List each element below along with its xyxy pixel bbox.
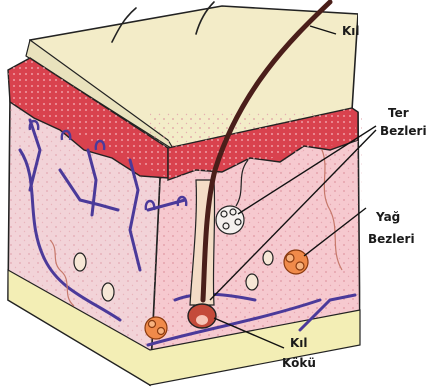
label-sweat-glands-line1: Ter	[388, 106, 409, 121]
label-hair: Kıl	[342, 24, 360, 39]
label-sebaceous-glands-line2: Bezleri	[368, 232, 415, 247]
label-hair-root-line2: Kökü	[282, 356, 316, 371]
label-sweat-glands-line2: Bezleri	[380, 124, 427, 139]
label-sebaceous-glands-line1: Yağ	[376, 210, 400, 225]
label-hair-root-line1: Kıl	[290, 336, 308, 351]
